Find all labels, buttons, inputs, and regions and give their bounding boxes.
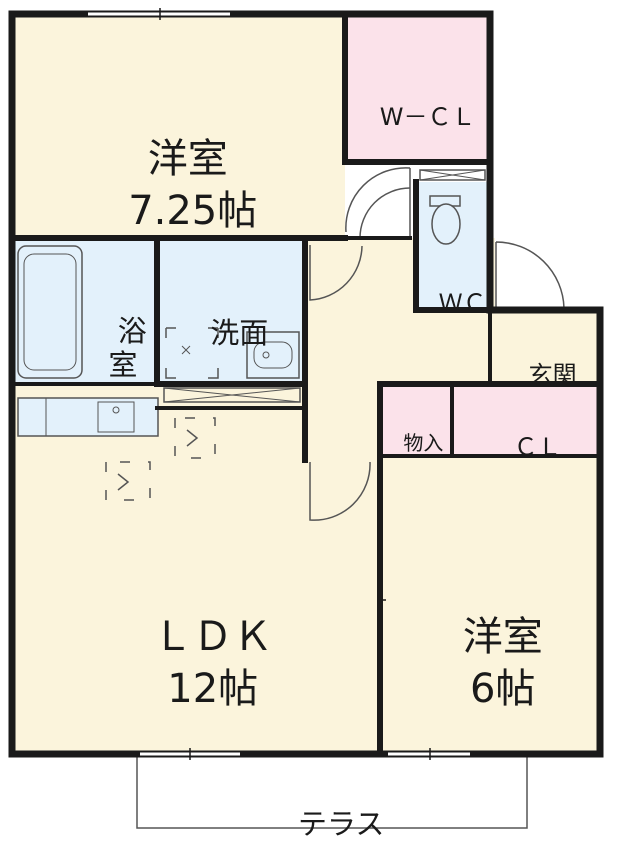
- washbasin-bowl: [253, 341, 293, 369]
- window-ticks: [159, 8, 431, 760]
- washbasin: [246, 331, 300, 379]
- bedroom2-name: 洋室: [462, 614, 543, 660]
- entrance-label: 玄関: [528, 360, 577, 389]
- terrace-label: テラス: [298, 807, 385, 842]
- toilet-label: ＷＣ: [438, 288, 487, 317]
- terrace-outline: [136, 755, 528, 829]
- door-swings: [163, 167, 565, 521]
- toilet-bowl: [431, 203, 461, 245]
- bathtub: [17, 245, 83, 379]
- bathtub-inner: [23, 253, 77, 371]
- bedroom1-floor: [12, 14, 345, 238]
- washer-space: [165, 327, 219, 379]
- kitchen-counter: [17, 397, 159, 437]
- ldk-name: ＬＤＫ: [152, 614, 273, 660]
- bedroom1-size: 7.25帖: [128, 188, 258, 234]
- wcl-floor: [345, 14, 490, 162]
- storage-label: 物入: [403, 431, 444, 455]
- ventilation-mark-1: [174, 417, 216, 459]
- walk-in-closet-label: W－ＣＬ: [379, 102, 476, 131]
- ventilation-mark-2: [105, 461, 151, 501]
- closet-label: ＣＬ: [513, 432, 562, 461]
- kitchen-sink-drain: [112, 406, 120, 414]
- storage-floor: [380, 384, 452, 456]
- ldk-size: 12帖: [167, 666, 259, 712]
- bedroom1-name: 洋室: [147, 136, 228, 182]
- bath-label: 浴 室: [108, 314, 147, 382]
- entrance-floor: [490, 310, 600, 382]
- washbasin-drain: [262, 351, 270, 359]
- ldk-floor: [12, 384, 382, 754]
- bedroom2-size: 6帖: [469, 666, 536, 712]
- washroom-label: 洗面: [210, 316, 269, 351]
- bedroom2-floor: [382, 456, 600, 754]
- closet-floor: [452, 384, 600, 456]
